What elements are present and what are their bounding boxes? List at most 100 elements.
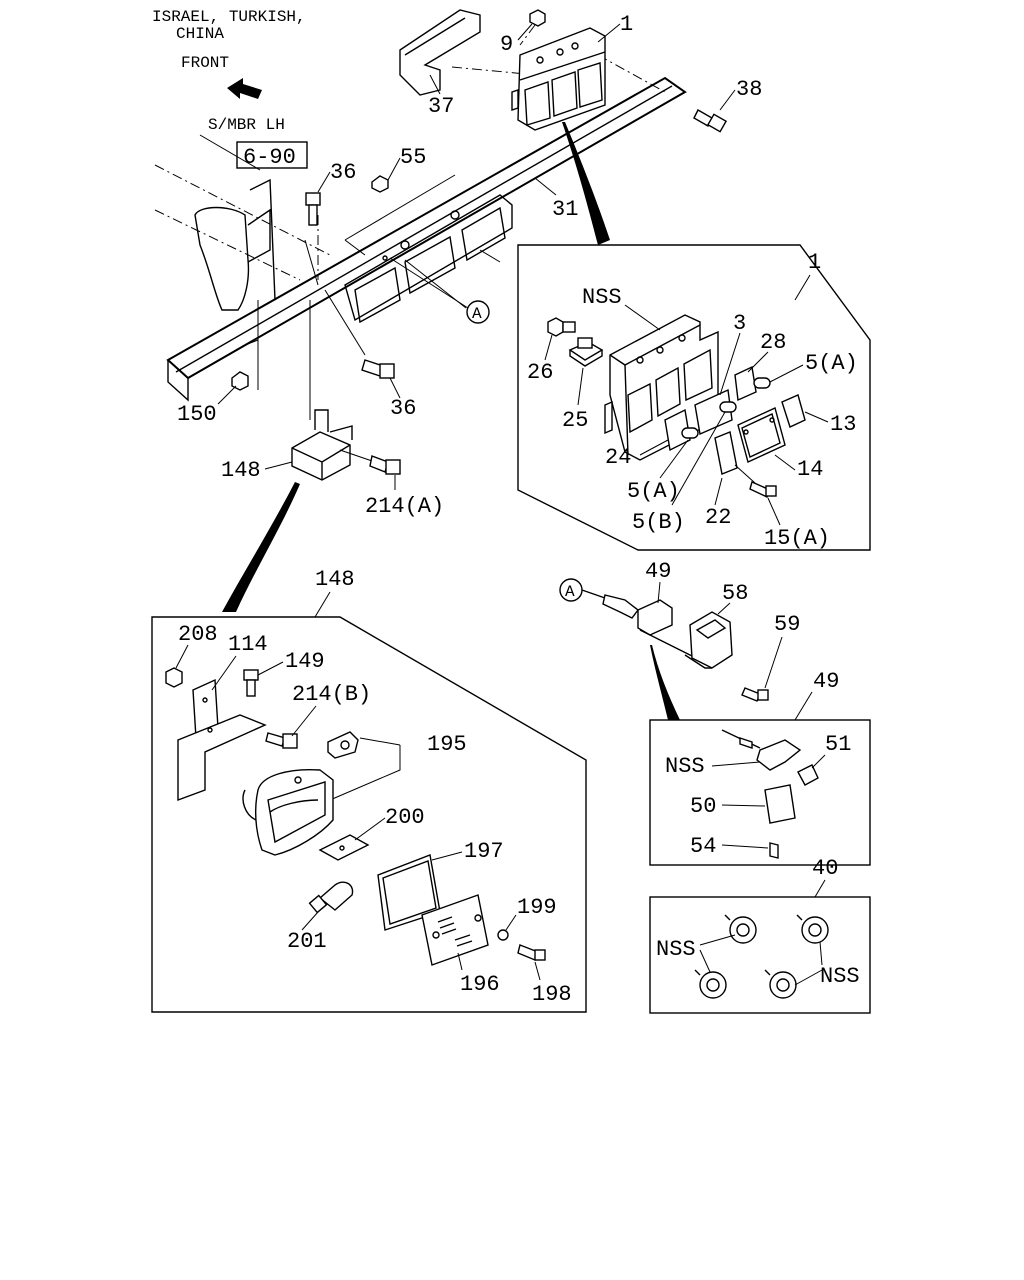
detail-1-label-5b: 5(B) xyxy=(632,510,685,535)
detail-1-housing[interactable] xyxy=(604,314,719,461)
detail-40-title: 40 xyxy=(812,856,838,881)
part-55-nut[interactable] xyxy=(371,175,389,193)
detail-1-label-22: 22 xyxy=(705,505,731,530)
detail-1-nss: NSS xyxy=(582,285,622,310)
part-148-lamp[interactable] xyxy=(291,409,353,481)
detail-1-label-25: 25 xyxy=(562,408,588,433)
detail-1-label-13: 13 xyxy=(830,412,856,437)
detail-1-label-26: 26 xyxy=(527,360,553,385)
label-9: 9 xyxy=(500,32,513,57)
label-148-main: 148 xyxy=(221,458,261,483)
part-214a-bolt[interactable] xyxy=(339,449,401,475)
part-36-bolt-upper[interactable] xyxy=(305,192,321,226)
callout-wedge-1 xyxy=(562,122,610,245)
detail-49-part-51[interactable] xyxy=(797,764,819,786)
detail-40-clip-2[interactable] xyxy=(796,914,829,944)
detail-148-part-149[interactable] xyxy=(243,669,259,697)
harness-group: A 49 58 59 xyxy=(559,559,800,702)
detail-1-label-15a: 15(A) xyxy=(764,526,830,551)
detail-49-label-51: 51 xyxy=(825,732,851,757)
detail-1-part-3[interactable] xyxy=(694,388,733,435)
detail-49-part-50[interactable] xyxy=(764,784,796,824)
detail-148-label-208: 208 xyxy=(178,622,218,647)
part-150-nut[interactable] xyxy=(231,371,249,391)
part-9-nut[interactable] xyxy=(529,9,546,27)
detail-49-title: 49 xyxy=(813,669,839,694)
front-label: FRONT xyxy=(181,54,229,72)
detail-148-part-208[interactable] xyxy=(165,667,183,688)
detail-1-part-15a[interactable] xyxy=(749,481,777,498)
detail-148-part-197[interactable] xyxy=(377,854,441,931)
callout-a-main-text: A xyxy=(472,305,482,323)
detail-148-part-199[interactable] xyxy=(497,929,509,941)
detail-40-clip-1[interactable] xyxy=(724,914,757,944)
detail-1-part-14[interactable] xyxy=(737,407,786,463)
detail-49-nss: NSS xyxy=(665,754,705,779)
detail-49-part-54[interactable] xyxy=(769,842,779,859)
detail-40-nss-right: NSS xyxy=(820,964,860,989)
side-member-label: S/MBR LH xyxy=(208,116,285,134)
detail-box-1: 1 NSS 26 25 xyxy=(517,244,871,551)
detail-1-part-26[interactable] xyxy=(547,317,576,337)
detail-1-part-13[interactable] xyxy=(781,394,806,428)
detail-1-part-22[interactable] xyxy=(714,431,738,475)
detail-148-label-197: 197 xyxy=(464,839,504,864)
callout-a-harness[interactable]: A xyxy=(559,578,583,602)
detail-49-label-50: 50 xyxy=(690,794,716,819)
detail-148-part-195[interactable] xyxy=(327,731,359,759)
detail-1-label-5a-upper: 5(A) xyxy=(805,351,858,376)
detail-148-label-201: 201 xyxy=(287,929,327,954)
detail-148-title: 148 xyxy=(315,567,355,592)
harness-label-59: 59 xyxy=(774,612,800,637)
detail-148-lamp-housing[interactable] xyxy=(242,768,334,856)
part-36-bolt-lower[interactable] xyxy=(361,359,395,379)
detail-1-part-25[interactable] xyxy=(568,337,604,367)
detail-1-label-14: 14 xyxy=(797,457,823,482)
detail-148-part-214b[interactable] xyxy=(265,732,298,749)
detail-148-part-198[interactable] xyxy=(517,944,546,961)
label-1: 1 xyxy=(620,12,633,37)
detail-box-49: 49 NSS 51 50 54 xyxy=(649,669,871,866)
detail-1-part-24[interactable] xyxy=(664,408,691,452)
detail-148-label-196: 196 xyxy=(460,972,500,997)
detail-1-bulb-5a-upper[interactable] xyxy=(753,377,771,389)
label-38: 38 xyxy=(736,77,762,102)
detail-1-label-24: 24 xyxy=(605,445,631,470)
harness-part-58[interactable] xyxy=(684,611,733,669)
detail-1-label-28: 28 xyxy=(760,330,786,355)
part-37-bracket[interactable] xyxy=(399,9,481,96)
part-1-lamp-housing[interactable] xyxy=(511,27,606,131)
callout-wedge-49 xyxy=(650,645,680,720)
detail-1-title: 1 xyxy=(808,250,821,275)
callout-a-harness-text: A xyxy=(565,583,575,601)
detail-49-socket[interactable] xyxy=(721,729,802,771)
detail-148-part-201[interactable] xyxy=(308,881,354,914)
market-text-line2: CHINA xyxy=(176,25,224,43)
detail-148-part-196[interactable] xyxy=(421,894,489,966)
label-36-lower: 36 xyxy=(390,396,416,421)
detail-148-label-199: 199 xyxy=(517,895,557,920)
detail-1-part-28[interactable] xyxy=(734,365,757,402)
detail-40-clip-4[interactable] xyxy=(764,969,797,999)
detail-40-nss-left: NSS xyxy=(656,937,696,962)
detail-1-bulb-5b[interactable] xyxy=(719,401,737,413)
front-arrow-icon xyxy=(227,78,262,99)
ref-box[interactable]: 6-90 xyxy=(236,141,308,170)
detail-148-part-114[interactable] xyxy=(177,678,267,802)
harness-part-49[interactable] xyxy=(602,594,701,661)
detail-40-clip-3[interactable] xyxy=(694,969,727,999)
label-55: 55 xyxy=(400,145,426,170)
detail-1-label-5a-lower: 5(A) xyxy=(627,479,680,504)
detail-box-40: 40 NSS NSS xyxy=(649,856,871,1014)
label-31: 31 xyxy=(552,197,578,222)
detail-49-label-54: 54 xyxy=(690,834,716,859)
callout-a-main[interactable]: A xyxy=(404,259,490,324)
harness-part-59[interactable] xyxy=(741,687,769,702)
detail-148-label-198: 198 xyxy=(532,982,572,1007)
detail-1-bulb-5a-lower[interactable] xyxy=(681,427,699,439)
part-38-bolt[interactable] xyxy=(693,109,728,133)
detail-148-part-200[interactable] xyxy=(318,834,370,861)
harness-label-49: 49 xyxy=(645,559,671,584)
label-37: 37 xyxy=(428,94,454,119)
